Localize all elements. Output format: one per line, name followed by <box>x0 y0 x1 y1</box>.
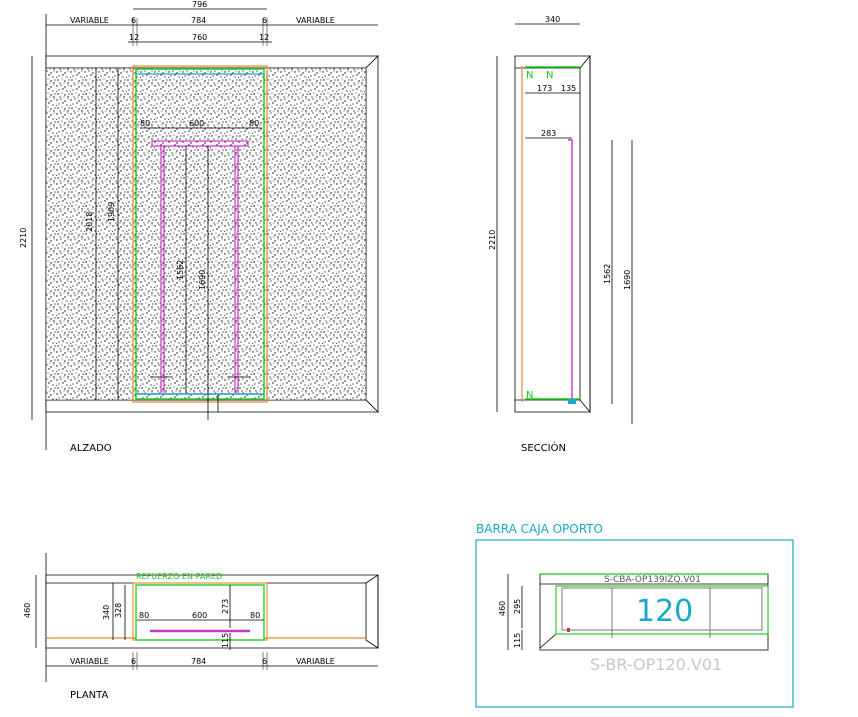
bar-box-frame <box>475 539 794 708</box>
plan-note: REFUERZO EN PARED <box>136 572 222 581</box>
plan-variable-left: VARIABLE <box>70 657 109 666</box>
bar-top-rail <box>151 140 249 147</box>
plan-d1: 340 <box>102 605 111 620</box>
dim-side-left: 6 <box>131 16 136 25</box>
dim-inner-left: 12 <box>129 33 139 42</box>
dim-bar-h2-text: 1690 <box>198 270 207 290</box>
dim-h1-text: 2018 <box>85 212 94 232</box>
plan-opening-green <box>135 584 265 641</box>
opening-frame-green <box>135 68 265 400</box>
dim-variable-right: VARIABLE <box>296 16 335 25</box>
plan-w-right: 80 <box>250 611 260 620</box>
section-h2: 1690 <box>623 270 632 290</box>
dim-w-mid-text: 600 <box>189 119 204 128</box>
dim-inner: 760 <box>192 33 207 42</box>
elevation-label: ALZADO <box>70 443 112 454</box>
dim-height-text: 2210 <box>19 228 28 248</box>
section-d3: 283 <box>541 129 556 138</box>
bar-box-title: BARRA CAJA OPORTO <box>476 522 603 536</box>
bar-box-marker <box>567 628 570 632</box>
plan-label: PLANTA <box>70 690 108 701</box>
bar-box-d1: 460 <box>498 601 507 616</box>
section-label: SECCIÓN <box>521 441 566 454</box>
dim-side-right: 6 <box>262 16 267 25</box>
dim-inner-right: 12 <box>259 33 269 42</box>
plan-side-right: 6 <box>262 657 267 666</box>
dim-w-left-text: 80 <box>140 119 150 128</box>
section-right-ledge <box>579 54 591 414</box>
dim-bar-h1-text: 1562 <box>176 260 185 280</box>
plan-w-left: 80 <box>139 611 149 620</box>
section-outer <box>514 55 591 413</box>
plan-d2: 328 <box>114 603 123 618</box>
section-d2: 135 <box>561 84 576 93</box>
plan-view: REFUERZO EN PARED 340 328 273 115 80 600… <box>23 553 379 701</box>
dim-w-right-text: 80 <box>249 119 259 128</box>
bar-box-inner-green <box>555 585 769 635</box>
section-bar-foot <box>568 399 576 404</box>
plan-right-ledge <box>365 574 379 649</box>
bar-box-d2: 295 <box>513 599 522 614</box>
dim-variable-left: VARIABLE <box>70 16 109 25</box>
dim-total-text: 796 <box>192 0 207 9</box>
section-bar <box>568 139 573 404</box>
bar-box-code-top: S-CBA-OP139IZQ.V01 <box>604 575 701 585</box>
section-green-mark-bottom: N <box>526 390 533 401</box>
section-green-mark-mid: N <box>546 70 553 81</box>
elevation-wall-texture <box>45 67 367 401</box>
section-width-text: 340 <box>545 15 560 24</box>
opening-frame-orange <box>132 65 268 403</box>
elevation-view: 2018 1909 80 600 80 1562 1690 796 VARIAB… <box>19 0 379 454</box>
dim-h2-text: 1909 <box>107 202 116 222</box>
section-h1: 1562 <box>603 264 612 284</box>
bar-box-d3: 115 <box>513 633 522 648</box>
bar-box-number: 120 <box>636 594 693 629</box>
section-green-mark-left: N <box>526 70 533 81</box>
plan-side-left: 6 <box>131 657 136 666</box>
plan-d4: 115 <box>221 633 230 648</box>
plan-variable-right: VARIABLE <box>296 657 335 666</box>
dim-width: 784 <box>191 16 206 25</box>
bar-box-panel: BARRA CAJA OPORTO S-CBA-OP139IZQ.V01 120… <box>475 522 794 708</box>
plan-outer <box>45 574 379 649</box>
plan-w-mid: 600 <box>192 611 207 620</box>
bar-box-code-bottom: S-BR-OP120.V01 <box>590 655 722 674</box>
bar-box-rail <box>561 587 763 631</box>
section-view: 340 N N N 173 135 283 1562 1690 2210 SEC… <box>488 15 633 454</box>
plan-width: 784 <box>191 657 206 666</box>
section-height: 2210 <box>488 230 497 250</box>
bar-box-diag-left <box>539 633 557 649</box>
plan-d3: 273 <box>221 599 230 614</box>
plan-depth: 460 <box>23 603 32 618</box>
elevation-right-ledge <box>365 55 379 413</box>
section-d1: 173 <box>537 84 552 93</box>
